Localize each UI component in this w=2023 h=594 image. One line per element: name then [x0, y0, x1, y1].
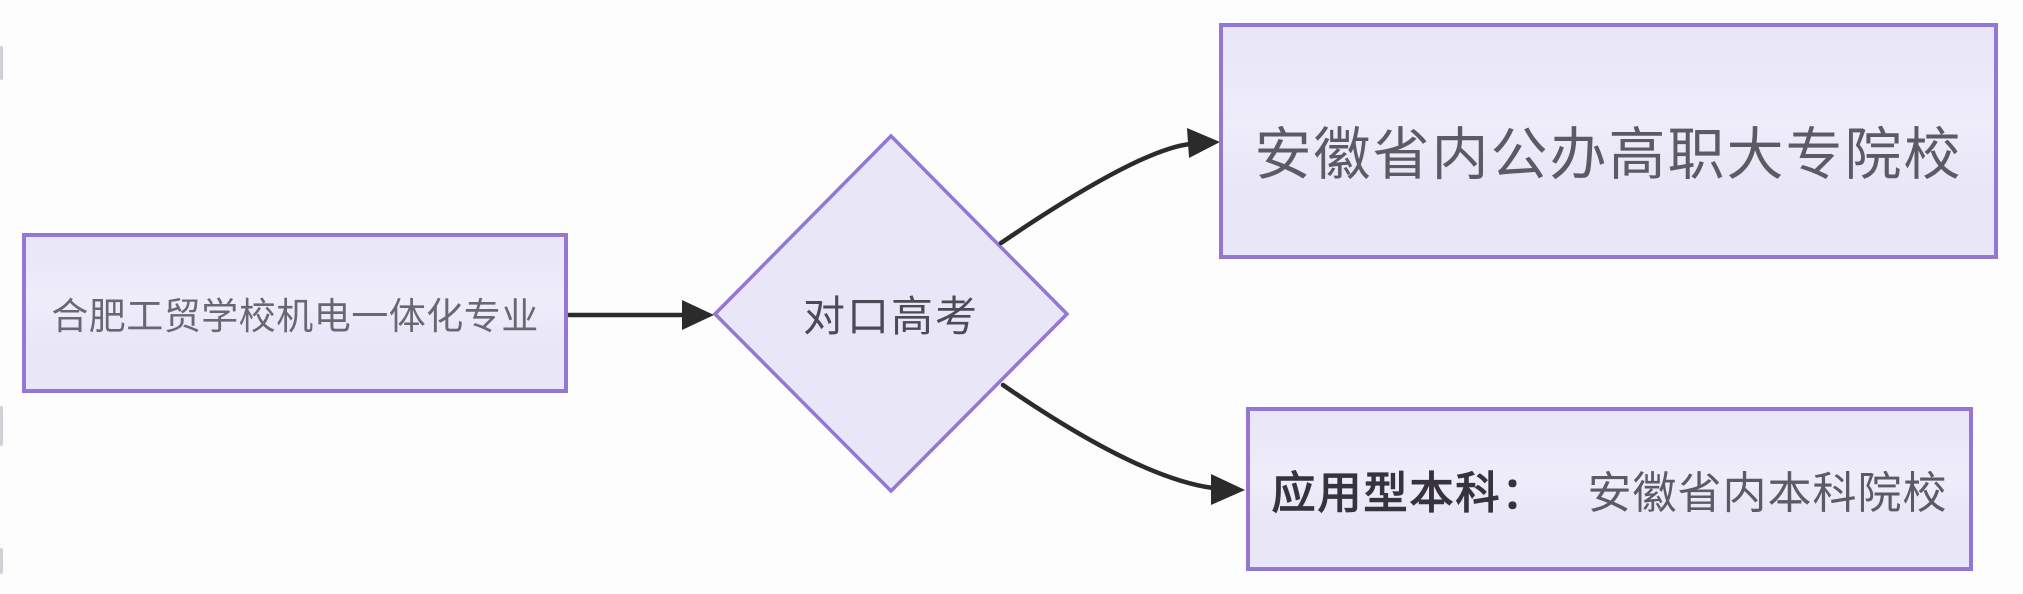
arrowhead-icon	[1211, 474, 1245, 505]
outcome-bottom-label: 安徽省内本科院校	[1587, 468, 1948, 519]
scan-artifact	[0, 548, 3, 574]
source-node: 合肥工贸学校机电一体化专业	[22, 233, 568, 393]
outcome-node-bottom: 应用型本科： 安徽省内本科院校	[1246, 407, 1973, 571]
decision-diamond-shape	[712, 133, 1070, 494]
connector-decision-to-top	[998, 141, 1193, 246]
scan-artifact	[0, 46, 3, 80]
connector-decision-to-bottom	[1000, 382, 1216, 491]
scan-artifact	[0, 406, 3, 446]
decision-node-label: 对口高考	[802, 292, 979, 341]
outcome-node-top: 安徽省内公办高职大专院校	[1219, 23, 1998, 259]
arrowhead-icon	[1187, 128, 1220, 158]
decision-node: 对口高考	[715, 136, 1067, 491]
arrowhead-icon	[682, 300, 714, 330]
outcome-top-label: 安徽省内公办高职大专院校	[1254, 122, 1963, 188]
outcome-bottom-prefix: 应用型本科：	[1271, 468, 1548, 519]
source-node-label: 合肥工贸学校机电一体化专业	[51, 295, 539, 338]
